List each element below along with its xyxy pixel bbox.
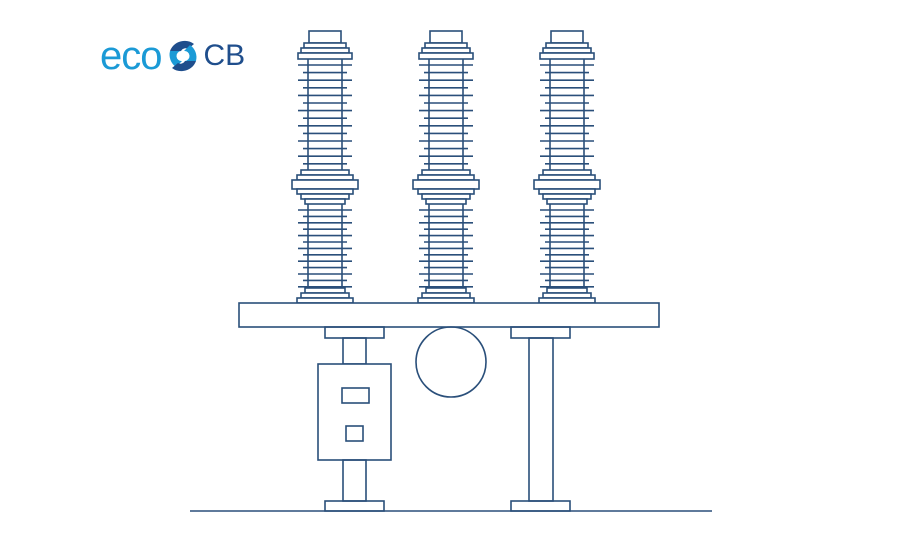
pole-1-insulator: [291, 30, 359, 304]
cabinet-window: [341, 387, 370, 404]
support-beam: [238, 302, 660, 328]
pole-2-insulator: [412, 30, 480, 304]
top-terminal: [550, 30, 584, 44]
logo-cb-text: CB: [203, 39, 246, 72]
right-column-base: [510, 500, 571, 512]
logo-eco-text: eco: [100, 34, 162, 78]
left-column-lower: [342, 459, 367, 502]
middle-flange: [291, 179, 359, 190]
top-terminal: [308, 30, 342, 44]
mechanism-housing: [415, 326, 487, 398]
cabinet-indicator: [345, 425, 364, 442]
left-column-upper: [342, 337, 367, 365]
control-cabinet: [317, 363, 392, 461]
right-column-cap: [510, 326, 571, 339]
logo-s-mark-icon: [169, 40, 196, 72]
middle-flange: [412, 179, 480, 190]
right-column: [528, 337, 554, 502]
pole-3-insulator: [533, 30, 601, 304]
middle-flange: [533, 179, 601, 190]
left-column-base: [324, 500, 385, 512]
left-column-cap: [324, 326, 385, 339]
top-terminal: [429, 30, 463, 44]
ecocb-logo: eco CB: [100, 36, 245, 76]
